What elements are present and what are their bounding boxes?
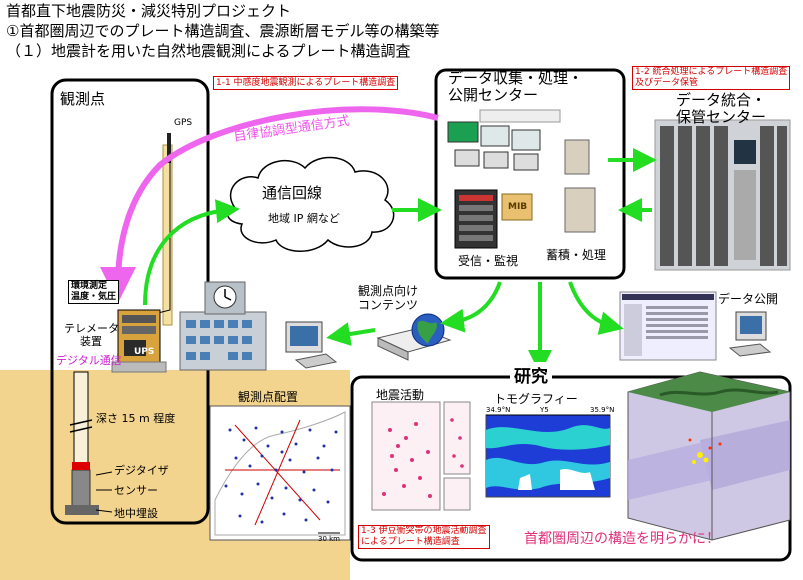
server-1 — [564, 139, 590, 175]
label-1-1: 1-1 中感度地震観測によるプレート構造調査 — [213, 76, 399, 90]
ups-label: UPS — [134, 347, 155, 357]
mib-box — [501, 193, 533, 221]
station-map-title: 観測点配置 — [238, 390, 299, 404]
contents-to-pc-arrow — [326, 322, 376, 346]
label-1-2-line1: 1-2 統合処理によるプレート構造調査 — [635, 67, 788, 77]
telemeter-to-network-arrow — [143, 199, 240, 306]
borehole-sensor — [71, 469, 91, 509]
data-center-title-line2: 公開センター — [448, 86, 539, 104]
station-dots — [224, 426, 338, 524]
tomography-left-tick: 34.9°N — [486, 406, 511, 414]
center-to-publish-arrow — [568, 281, 624, 335]
contents-line2: コンテンツ — [358, 298, 419, 312]
storage-title-line1: データ統合・ — [676, 91, 767, 109]
tomography-right-tick: 35.9°N — [590, 406, 615, 414]
mib-label: MIB — [508, 202, 528, 212]
data-center-title: データ収集・処理・ 公開センター — [448, 70, 583, 104]
research-title: 研究 — [510, 362, 552, 387]
label-1-2-line2: 及びデータ保管 — [635, 78, 699, 88]
tomography-label: トモグラフィー — [494, 392, 578, 406]
digitizer-label: デジタイザ — [114, 464, 169, 477]
label-1-3: 1-3 伊豆衝突帯の地震活動調査 によるプレート構造調査 — [358, 525, 490, 549]
label-1-3-line2: によるプレート構造調査 — [361, 537, 460, 547]
depth-label: 深さ 15 m 程度 — [96, 412, 176, 425]
station-contents-label: 観測点向け コンテンツ — [358, 284, 418, 312]
buried-label: 地中埋設 — [114, 507, 158, 520]
map-scale-label: 30 km — [318, 535, 341, 543]
telemeter-line2: 装置 — [80, 335, 102, 348]
data-center-title-line1: データ収集・処理・ — [448, 69, 584, 87]
research-conclusion: 首都圏周辺の構造を明らかに！ — [524, 531, 720, 547]
store-process-label: 蓄積・処理 — [546, 248, 607, 262]
sensor-label: センサー — [114, 484, 158, 497]
storage-center-title: データ統合・ 保管センター — [676, 92, 766, 126]
telemeter-line1: テレメータ — [64, 322, 119, 335]
digital-comm-label: デジタル通信 — [56, 354, 122, 367]
label-1-3-line1: 1-3 伊豆衝突帯の地震活動調査 — [361, 526, 487, 536]
center-to-contents-arrow — [440, 281, 502, 333]
gps-label: GPS — [174, 118, 193, 128]
station-map — [209, 405, 351, 541]
telemeter-label: テレメータ 装置 — [64, 322, 119, 348]
seismic-activity-label: 地震活動 — [376, 388, 425, 402]
storage-title-line2: 保管センター — [676, 108, 767, 126]
receive-monitor-label: 受信・監視 — [458, 254, 519, 268]
telemeter-base — [111, 361, 167, 373]
gps-antenna — [167, 133, 171, 163]
server-2 — [564, 187, 596, 233]
network-cloud — [227, 156, 395, 252]
env-sensor-label: 環境測定 温度・気圧 — [68, 280, 120, 304]
seismicity-plot-map — [371, 401, 441, 511]
network-ip-label: 地域 IP 網など — [268, 212, 340, 225]
data-center-frame — [434, 68, 626, 280]
tomography-mid-tick: Y5 — [540, 406, 549, 414]
env-label-line1: 環境測定 — [71, 281, 108, 291]
title-line-2: ①首都圏周辺でのプレート構造調査、震源断層モデル等の構築等 — [6, 22, 440, 40]
data-public-label: データ公開 — [718, 292, 779, 306]
observation-title: 観測点 — [60, 90, 106, 108]
autonomous-comm-arrow — [100, 106, 439, 303]
title-line-3: （１）地震計を用いた自然地震観測によるプレート構造調査 — [6, 42, 411, 60]
seismicity-plot-section — [443, 401, 471, 475]
contents-line1: 観測点向け — [358, 284, 419, 298]
title-line-1: 首都直下地震防災・減災特別プロジェクト — [6, 2, 292, 20]
network-line-label: 通信回線 — [262, 184, 323, 202]
label-1-2: 1-2 統合処理によるプレート構造調査 及びデータ保管 — [632, 66, 791, 90]
env-label-line2: 温度・気圧 — [71, 292, 117, 302]
